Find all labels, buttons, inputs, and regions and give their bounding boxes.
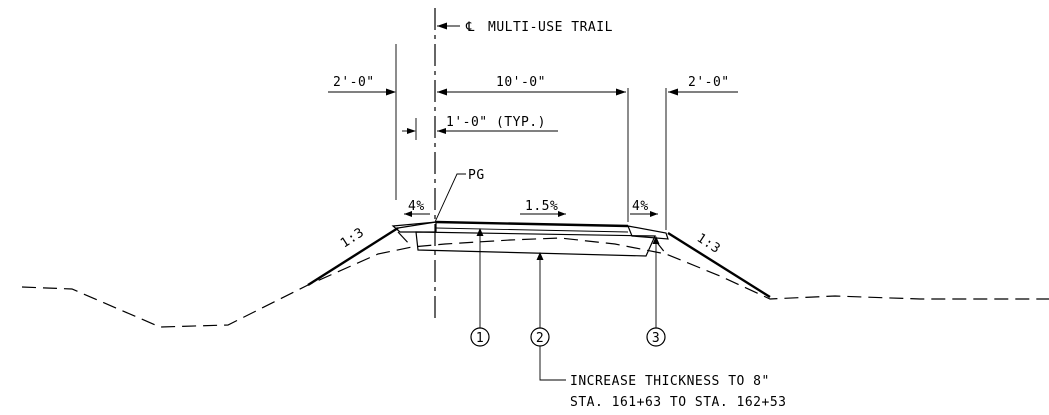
right-shoulder-slope: 4% xyxy=(632,199,649,214)
trail-width-dim-arrow-left xyxy=(437,88,447,96)
callout-1-circle xyxy=(470,327,490,347)
subgrade-line xyxy=(397,231,413,248)
left-shoulder-dim-arrow xyxy=(386,88,396,96)
left-shoulder-slope: 4% xyxy=(408,199,425,214)
trail-surface-bottom xyxy=(435,227,629,233)
offset-dim-arrow-right xyxy=(437,128,446,134)
right-shoulder-dim-arrow xyxy=(668,88,678,96)
note-leader xyxy=(539,346,566,381)
right-shoulder-slope-arrowhead xyxy=(650,211,658,217)
offset-dim-arrow-left xyxy=(407,128,416,134)
trail-width-dim: 10'-0" xyxy=(496,75,546,90)
aggregate-base-course xyxy=(415,231,656,257)
trail-slope-arrowhead xyxy=(558,211,566,217)
note-line-2: STA. 161+63 TO STA. 162+53 xyxy=(570,395,787,410)
left-shoulder-slope-arrowhead xyxy=(404,211,412,217)
callout-2-leader-arrow xyxy=(536,252,544,260)
existing-ground-line xyxy=(21,237,1049,328)
centerline-leader-arrow xyxy=(437,22,447,30)
callout-3-leader-arrow xyxy=(652,236,660,244)
centerline-label: MULTI-USE TRAIL xyxy=(488,20,613,35)
callout-3-circle xyxy=(646,327,666,347)
left-side-slope-ratio: 1:3 xyxy=(338,225,367,251)
trail-width-dim-arrow-right xyxy=(616,88,626,96)
trail-slope: 1.5% xyxy=(525,199,558,214)
callout-2: 2 xyxy=(536,331,544,346)
right-shoulder-dim: 2'-0" xyxy=(688,75,730,90)
note-line-1: INCREASE THICKNESS TO 8" xyxy=(570,374,770,389)
callout-3: 3 xyxy=(652,331,660,346)
pg-label: PG xyxy=(468,168,485,183)
trail-surface xyxy=(435,220,629,228)
left-side-slope xyxy=(307,226,399,287)
pg-leader xyxy=(434,173,466,223)
centerline-symbol: ℄ xyxy=(465,20,475,35)
right-side-slope xyxy=(667,231,771,299)
right-shoulder-wedge xyxy=(627,225,669,240)
callout-1: 1 xyxy=(476,331,484,346)
left-shoulder-dim: 2'-0" xyxy=(333,75,375,90)
callout-1-leader-arrow xyxy=(476,228,484,236)
offset-dim: 1'-0" (TYP.) xyxy=(446,115,546,130)
